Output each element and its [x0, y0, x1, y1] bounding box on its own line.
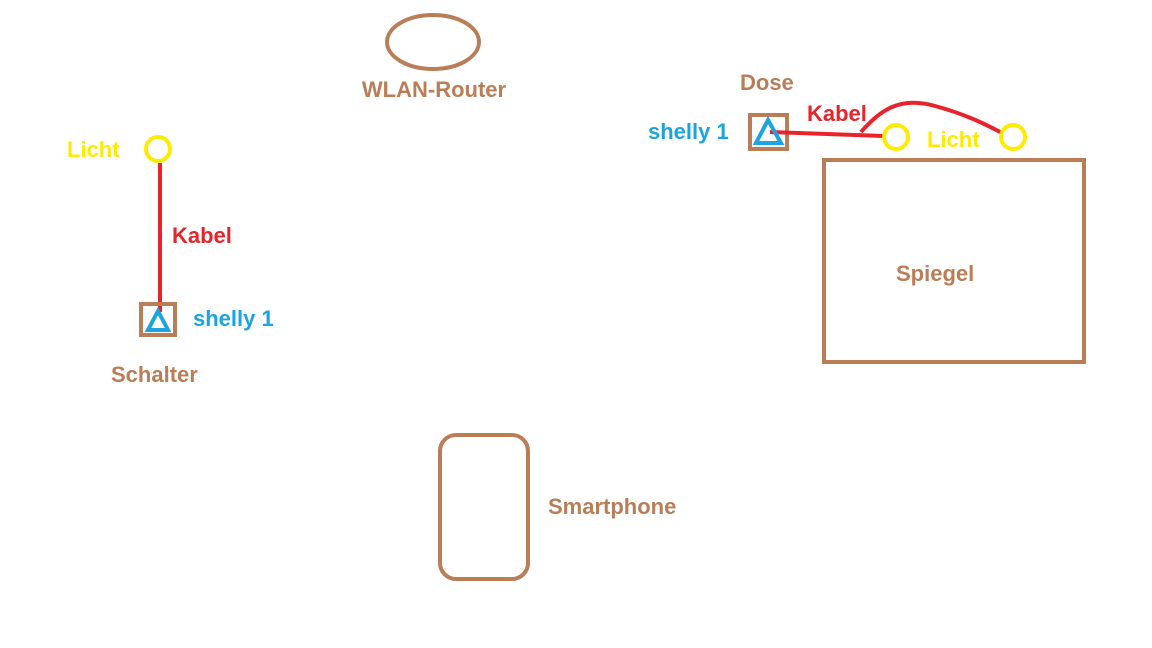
switch-label: Schalter — [111, 362, 198, 387]
left-cable-label: Kabel — [172, 223, 232, 248]
router-shape — [385, 13, 481, 71]
left-shelly-icon — [144, 306, 172, 332]
right-shelly-icon — [752, 115, 785, 145]
right-cable-label: Kabel — [807, 101, 867, 126]
smartphone-label: Smartphone — [548, 494, 676, 519]
right-light-label: Licht — [927, 127, 980, 152]
left-light-label: Licht — [67, 137, 120, 162]
smartphone-shape — [438, 433, 530, 581]
mirror-label: Spiegel — [896, 261, 974, 286]
right-light-2-icon — [999, 123, 1027, 151]
right-cable-arc — [859, 100, 1003, 135]
left-shelly-label: shelly 1 — [193, 306, 274, 331]
right-cable-line — [769, 130, 885, 138]
left-light-icon — [144, 135, 172, 163]
mirror-shape — [822, 158, 1086, 364]
right-shelly-label: shelly 1 — [648, 119, 729, 144]
socket-label: Dose — [740, 70, 794, 95]
right-light-1-icon — [882, 123, 910, 151]
router-label: WLAN-Router — [362, 77, 507, 102]
switch-box — [139, 302, 177, 337]
